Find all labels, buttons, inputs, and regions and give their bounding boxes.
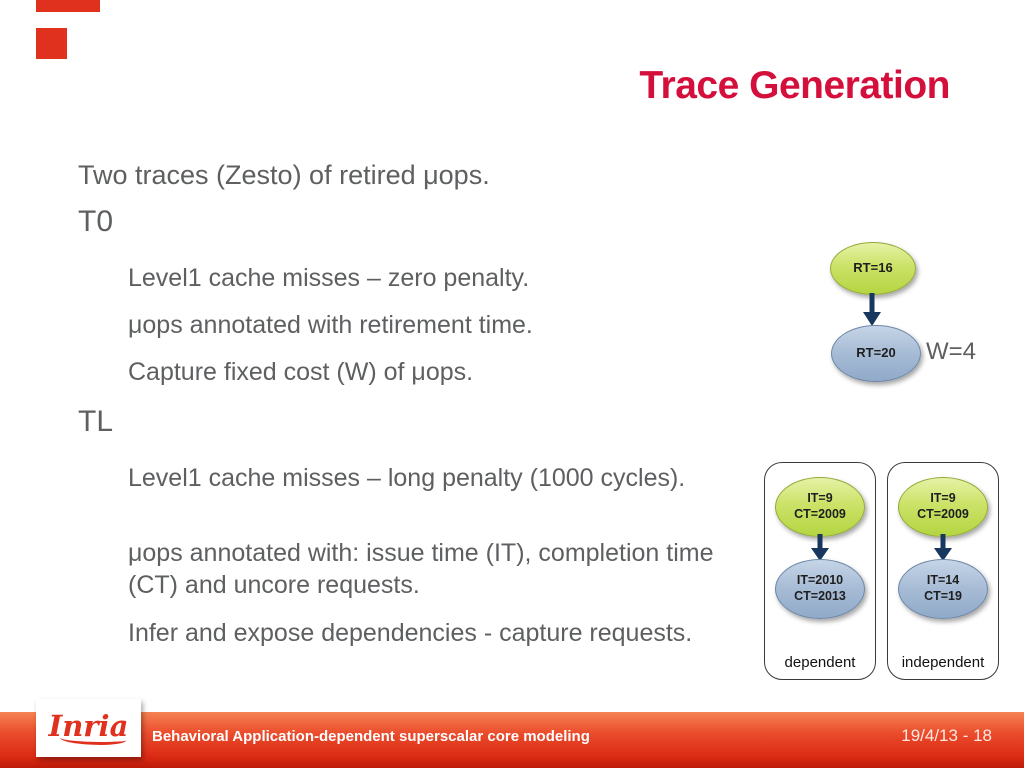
independent-top-node: IT=9 CT=2009 <box>898 477 988 537</box>
dependent-bottom-node: IT=2010 CT=2013 <box>775 559 865 619</box>
corner-accent-bar <box>36 0 100 12</box>
tl-item-2: μops annotated with: issue time (IT), co… <box>128 539 714 599</box>
dependent-top-node: IT=9 CT=2009 <box>775 477 865 537</box>
section-tl-label: TL <box>78 405 114 438</box>
tl-item-3: Infer and expose dependencies - capture … <box>128 619 693 647</box>
body-intro: Two traces (Zesto) of retired μops. <box>78 160 490 190</box>
arrow-down-icon <box>863 293 881 326</box>
inria-logo-box: Inria <box>36 699 141 757</box>
t0-item-1: Level1 cache misses – zero penalty. <box>128 264 530 292</box>
trace-box-dependent: IT=9 CT=2009 IT=2010 CT=2013 dependent <box>764 462 876 680</box>
w-diagram-top-node: RT=16 <box>830 242 916 295</box>
w-diagram-bottom-node: RT=20 <box>831 325 921 382</box>
corner-accent-square <box>36 28 67 59</box>
arrow-down-icon <box>934 534 952 561</box>
section-t0-label: T0 <box>78 205 114 238</box>
independent-caption: independent <box>901 654 985 671</box>
footer-date-page-number: 19/4/13 - 18 <box>901 726 992 745</box>
w-equals-4-label: W=4 <box>926 338 977 365</box>
tl-item-1: Level1 cache misses – long penalty (1000… <box>128 464 686 492</box>
dependent-caption: dependent <box>784 654 856 671</box>
t0-item-2: μops annotated with retirement time. <box>128 311 533 339</box>
trace-box-independent: IT=9 CT=2009 IT=14 CT=19 independent <box>887 462 999 680</box>
arrow-down-icon <box>811 534 829 561</box>
t0-item-3: Capture fixed cost (W) of μops. <box>128 358 474 386</box>
slide-title: Trace Generation <box>639 64 950 107</box>
footer-band <box>0 712 1024 768</box>
inria-logo-swoosh <box>60 733 126 745</box>
independent-bottom-node: IT=14 CT=19 <box>898 559 988 619</box>
footer-title: Behavioral Application-dependent supersc… <box>152 728 590 745</box>
